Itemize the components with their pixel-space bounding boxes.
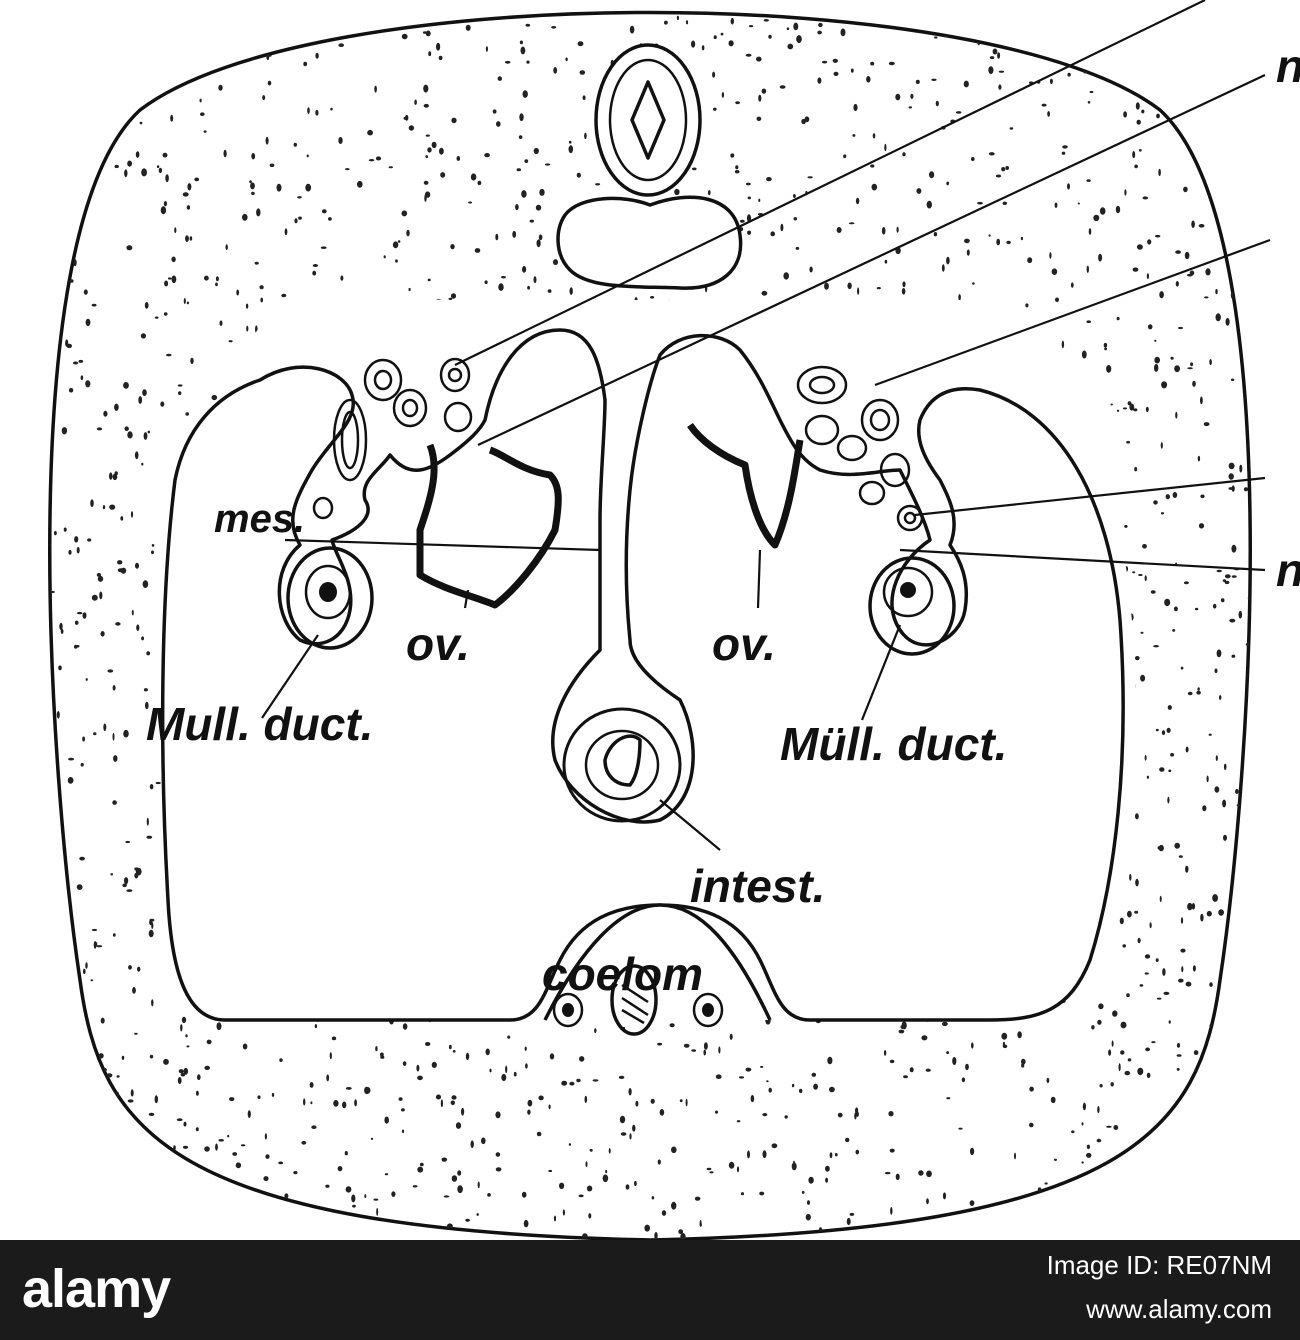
label-intest: intest. (690, 860, 825, 912)
watermark-url: www.alamy.com (1086, 1294, 1272, 1325)
label-mull-duct-right: Müll. duct. (780, 718, 1007, 770)
notochord (558, 197, 741, 288)
watermark-image-id: Image ID: RE07NM (1047, 1250, 1272, 1281)
label-ov-right: ov. (712, 618, 776, 670)
label-mes: mes. (214, 497, 305, 541)
embryo-cross-section-diagram: mes. ov. ov. Mull. duct. Müll. duct. int… (0, 0, 1300, 1240)
neural-tube (596, 45, 700, 195)
label-edge-n-lower: n (1276, 544, 1300, 596)
watermark-banner: alamy Image ID: RE07NM www.alamy.com (0, 1240, 1300, 1340)
label-mull-duct-left: Mull. duct. (146, 698, 373, 750)
label-coelom: coelom (542, 948, 703, 1000)
intestine (564, 709, 680, 821)
label-edge-n-upper: n (1276, 40, 1300, 92)
watermark-logo: alamy (22, 1258, 170, 1320)
label-ov-left: ov. (406, 618, 470, 670)
